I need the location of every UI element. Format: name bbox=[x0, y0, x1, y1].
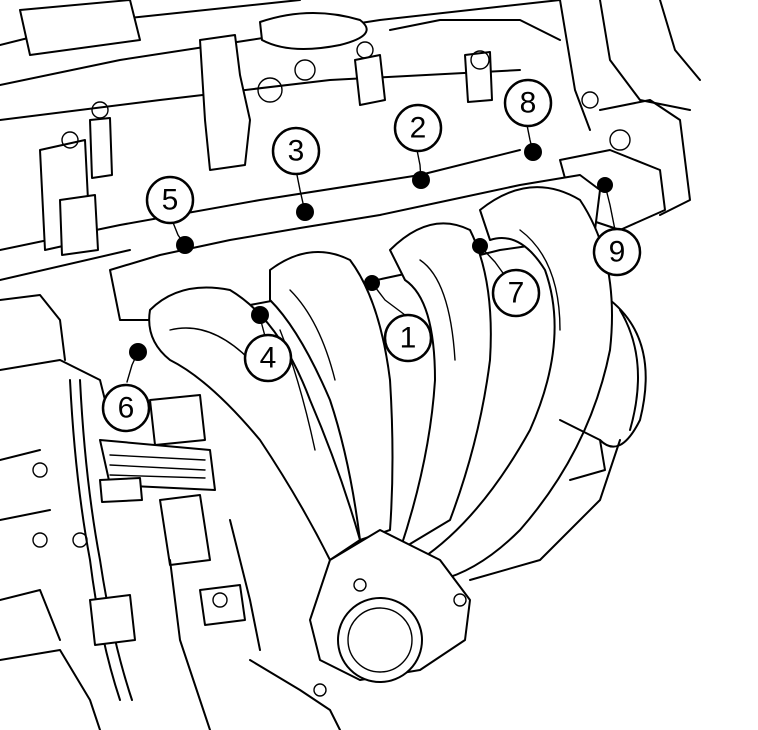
svg-text:9: 9 bbox=[609, 236, 626, 269]
exhaust-manifold bbox=[109, 174, 621, 730]
callout-7: 7 bbox=[491, 268, 541, 318]
callout-6: 6 bbox=[101, 383, 151, 433]
svg-text:3: 3 bbox=[288, 135, 305, 168]
svg-text:2: 2 bbox=[410, 112, 427, 145]
callout-8: 8 bbox=[503, 78, 553, 128]
cylinder-head bbox=[0, 0, 701, 281]
callout-5: 5 bbox=[145, 175, 195, 225]
svg-text:6: 6 bbox=[118, 392, 135, 425]
svg-text:1: 1 bbox=[400, 322, 417, 355]
svg-text:8: 8 bbox=[520, 87, 537, 120]
callout-1: 1 bbox=[383, 313, 433, 363]
callout-4: 4 bbox=[243, 333, 293, 383]
svg-text:7: 7 bbox=[508, 277, 525, 310]
leader-lines bbox=[126, 124, 616, 383]
svg-text:5: 5 bbox=[162, 184, 179, 217]
svg-text:4: 4 bbox=[260, 342, 277, 375]
callout-2: 2 bbox=[393, 103, 443, 153]
engine-block-left bbox=[0, 294, 606, 730]
callout-3: 3 bbox=[271, 126, 321, 176]
callout-9: 9 bbox=[592, 227, 642, 277]
